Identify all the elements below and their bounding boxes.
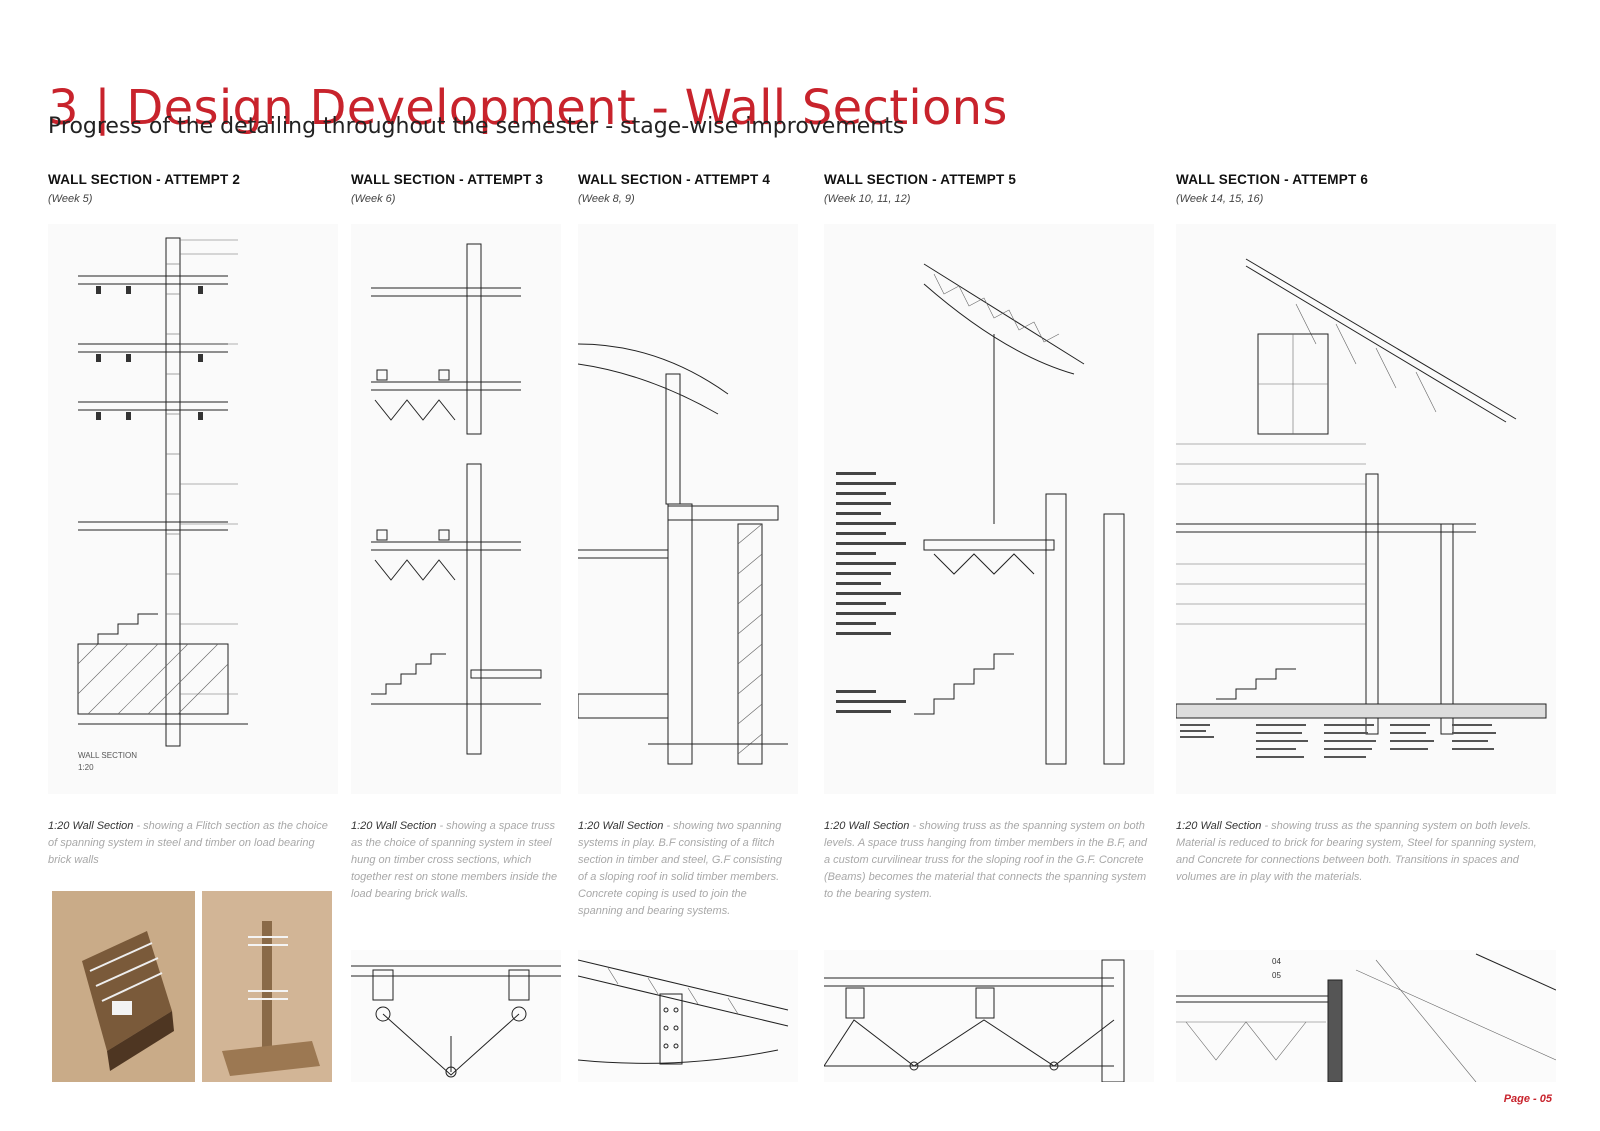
wall-section-drawing-attempt-4 xyxy=(578,224,798,794)
caption-lead: 1:20 Wall Section xyxy=(824,820,910,832)
caption-lead: 1:20 Wall Section xyxy=(351,820,437,832)
sketch-scale: 1:20 xyxy=(78,763,94,772)
column-header-attempt-2: WALL SECTION - ATTEMPT 2 (Week 5) xyxy=(48,172,240,205)
column-week: (Week 8, 9) xyxy=(578,193,635,205)
column-week: (Week 6) xyxy=(351,193,396,205)
column-header-attempt-6: WALL SECTION - ATTEMPT 6 (Week 14, 15, 1… xyxy=(1176,172,1368,205)
caption-attempt-2: 1:20 Wall Section - showing a Flitch sec… xyxy=(48,818,338,869)
detail-drawing-attempt-4 xyxy=(578,950,798,1082)
page-number: Page - 05 xyxy=(1503,1093,1552,1105)
caption-body: - showing a space truss as the choice of… xyxy=(351,820,558,900)
caption-attempt-5: 1:20 Wall Section - showing truss as the… xyxy=(824,818,1154,903)
column-week: (Week 10, 11, 12) xyxy=(824,193,911,205)
caption-attempt-6: 1:20 Wall Section - showing truss as the… xyxy=(1176,818,1556,886)
column-title: WALL SECTION - ATTEMPT 4 xyxy=(578,172,771,187)
model-photo-2 xyxy=(202,891,332,1082)
column-header-attempt-4: WALL SECTION - ATTEMPT 4 (Week 8, 9) xyxy=(578,172,770,205)
detail-tag: 04 xyxy=(1272,957,1281,966)
column-week: (Week 5) xyxy=(48,193,93,205)
caption-attempt-4: 1:20 Wall Section - showing two spanning… xyxy=(578,818,793,920)
page-subtitle: Progress of the detailing throughout the… xyxy=(48,114,905,139)
caption-lead: 1:20 Wall Section xyxy=(48,820,134,832)
column-title: WALL SECTION - ATTEMPT 3 xyxy=(351,172,544,187)
wall-section-drawing-attempt-6 xyxy=(1176,224,1556,794)
column-title: WALL SECTION - ATTEMPT 5 xyxy=(824,172,1017,187)
caption-body: - showing a Flitch section as the choice… xyxy=(48,820,328,866)
caption-attempt-3: 1:20 Wall Section - showing a space trus… xyxy=(351,818,561,903)
column-title: WALL SECTION - ATTEMPT 6 xyxy=(1176,172,1369,187)
caption-lead: 1:20 Wall Section xyxy=(578,820,664,832)
detail-drawing-attempt-6: 04 05 xyxy=(1176,950,1556,1082)
detail-drawing-attempt-3 xyxy=(351,950,561,1082)
detail-drawing-attempt-5 xyxy=(824,950,1154,1082)
column-header-attempt-3: WALL SECTION - ATTEMPT 3 (Week 6) xyxy=(351,172,543,205)
wall-section-drawing-attempt-3 xyxy=(351,224,561,794)
caption-body: - showing truss as the spanning system o… xyxy=(824,820,1148,900)
column-header-attempt-5: WALL SECTION - ATTEMPT 5 (Week 10, 11, 1… xyxy=(824,172,1016,205)
model-photo-1 xyxy=(52,891,195,1082)
caption-body: - showing truss as the spanning system o… xyxy=(1176,820,1537,883)
detail-tag: 05 xyxy=(1272,971,1281,980)
column-week: (Week 14, 15, 16) xyxy=(1176,193,1264,205)
caption-body: - showing two spanning systems in play. … xyxy=(578,820,783,917)
wall-section-drawing-attempt-5 xyxy=(824,224,1154,794)
page-title: 3 | Design Development - Wall Sections xyxy=(48,80,1008,137)
column-title: WALL SECTION - ATTEMPT 2 xyxy=(48,172,241,187)
sketch-label: WALL SECTION xyxy=(78,751,137,760)
wall-section-drawing-attempt-2: WALL SECTION 1:20 xyxy=(48,224,338,794)
caption-lead: 1:20 Wall Section xyxy=(1176,820,1262,832)
